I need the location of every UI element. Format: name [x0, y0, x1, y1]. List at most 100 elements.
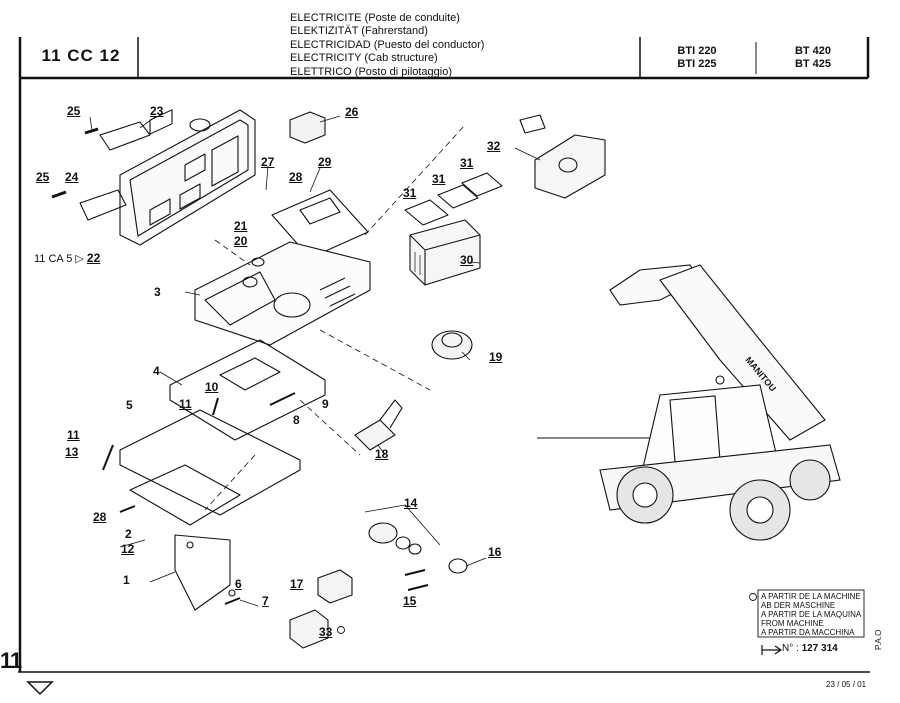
new-part-marker	[337, 626, 345, 634]
bracket-1	[174, 534, 231, 611]
tray-5	[119, 409, 301, 516]
model-group-bt: BT 420 BT 425	[778, 45, 848, 71]
page-code: 11 CC 12	[41, 46, 121, 65]
callout-29: 29	[318, 155, 332, 169]
down-arrow-icon	[26, 681, 54, 696]
cross-reference-code: 11 CA 5	[34, 253, 73, 265]
callout-28a: 28	[289, 170, 303, 184]
callout-25b: 25	[36, 170, 50, 184]
screw-28	[119, 505, 136, 513]
connector-23	[99, 121, 151, 151]
legend-line-de: AB DER MASCHINE	[761, 601, 836, 610]
callout-31c: 31	[403, 186, 417, 200]
title-it: ELETTRICO (Posto di pilotaggio)	[290, 65, 453, 78]
instrument-panel-part	[119, 109, 256, 246]
cross-reference-part: 22	[86, 251, 101, 265]
callout-3: 3	[154, 285, 161, 299]
callout-11b: 11	[67, 428, 80, 442]
relay-26	[289, 111, 326, 144]
screw-7	[224, 597, 241, 605]
serial-legend: A PARTIR DE LA MACHINE AB DER MASCHINE A…	[761, 592, 861, 637]
keys-15	[404, 569, 429, 591]
serial-arrow-icon	[761, 645, 783, 655]
display-32	[534, 134, 606, 199]
title-en: ELECTRICITY (Cab structure)	[290, 52, 438, 65]
legend-line-es: A PARTIR DE LA MAQUINA	[761, 610, 862, 619]
legend-line-it: A PARTIR DA MACCHINA	[761, 628, 855, 637]
serial-value: 127 314	[801, 643, 838, 654]
callout-6: 6	[235, 577, 242, 591]
callout-19: 19	[489, 350, 503, 364]
callout-8: 8	[293, 413, 300, 427]
callout-23: 23	[150, 104, 164, 118]
title-de: ELEKTIZITÄT (Fahrerstand)	[290, 25, 428, 38]
serial-number: N° : 127 314	[760, 643, 838, 654]
callout-16: 16	[488, 545, 502, 559]
callout-15: 15	[403, 594, 417, 608]
callout-20: 20	[234, 234, 248, 248]
callout-33: 33	[319, 625, 333, 639]
serial-label: N° :	[782, 643, 799, 654]
callout-18: 18	[375, 447, 389, 461]
callout-12: 12	[121, 542, 135, 556]
section-titles: ELECTRICITE (Poste de conduite) ELEKTIZI…	[290, 12, 484, 79]
callout-5: 5	[126, 398, 133, 412]
switch-18	[354, 419, 396, 451]
callout-10: 10	[205, 380, 219, 394]
model-bti225: BTI 225	[677, 58, 717, 70]
model-bti220: BTI 220	[677, 45, 717, 57]
cross-reference-arrow-icon: ▷	[75, 253, 84, 265]
title-es: ELECTRICIDAD (Puesto del conductor)	[290, 38, 485, 51]
legend-line-fr: A PARTIR DE LA MACHINE	[761, 592, 861, 601]
cap-16	[448, 558, 468, 574]
callout-30: 30	[460, 253, 474, 267]
callout-1: 1	[123, 573, 130, 587]
tray-2	[129, 464, 241, 526]
callout-31b: 31	[432, 172, 446, 186]
model-bt425: BT 425	[794, 58, 832, 70]
ignition-14	[368, 522, 398, 544]
telehandler-machine-illustration: MANITOU	[599, 264, 841, 541]
callout-9: 9	[322, 397, 329, 411]
cross-reference-note: 11 CA 5 ▷ 22	[34, 251, 100, 265]
box-30	[409, 219, 481, 286]
callout-4: 4	[153, 364, 160, 378]
console-3	[194, 241, 371, 346]
callout-25a: 25	[67, 104, 81, 118]
exploded-parts-diagram: MANITOU	[51, 109, 865, 655]
connector-24	[79, 189, 127, 221]
side-code: P.A.O	[874, 629, 883, 650]
pin-25a	[84, 127, 99, 135]
model-group-bti: BTI 220 BTI 225	[662, 45, 732, 71]
relay-33	[289, 609, 329, 649]
screw-10	[212, 397, 219, 416]
clip-31b	[437, 184, 479, 209]
callout-14: 14	[404, 496, 418, 510]
issue-date: 23 / 05 / 01	[826, 680, 867, 689]
switch-19	[431, 330, 473, 360]
title-fr: ELECTRICITE (Poste de conduite)	[290, 12, 460, 24]
callout-2: 2	[125, 527, 132, 541]
callout-31a: 31	[460, 156, 474, 170]
callout-26: 26	[345, 105, 359, 119]
legend-marker	[749, 593, 757, 601]
page-number: 11	[0, 648, 22, 673]
model-bt420: BT 420	[794, 45, 832, 57]
callout-28b: 28	[93, 510, 107, 524]
clip-31c	[461, 172, 503, 197]
legend-line-en: FROM MACHINE	[761, 619, 824, 628]
callout-27: 27	[261, 155, 275, 169]
callout-21: 21	[234, 219, 248, 233]
connector-32	[519, 114, 546, 134]
callout-13: 13	[65, 445, 79, 459]
callout-17: 17	[290, 577, 304, 591]
callout-32: 32	[487, 139, 501, 153]
relay-17	[317, 569, 353, 604]
callout-7: 7	[262, 594, 269, 608]
washer-6	[228, 589, 236, 597]
callout-24: 24	[65, 170, 79, 184]
screw-13	[102, 444, 114, 471]
clip-31a	[404, 199, 449, 226]
callout-11a: 11	[179, 397, 192, 411]
